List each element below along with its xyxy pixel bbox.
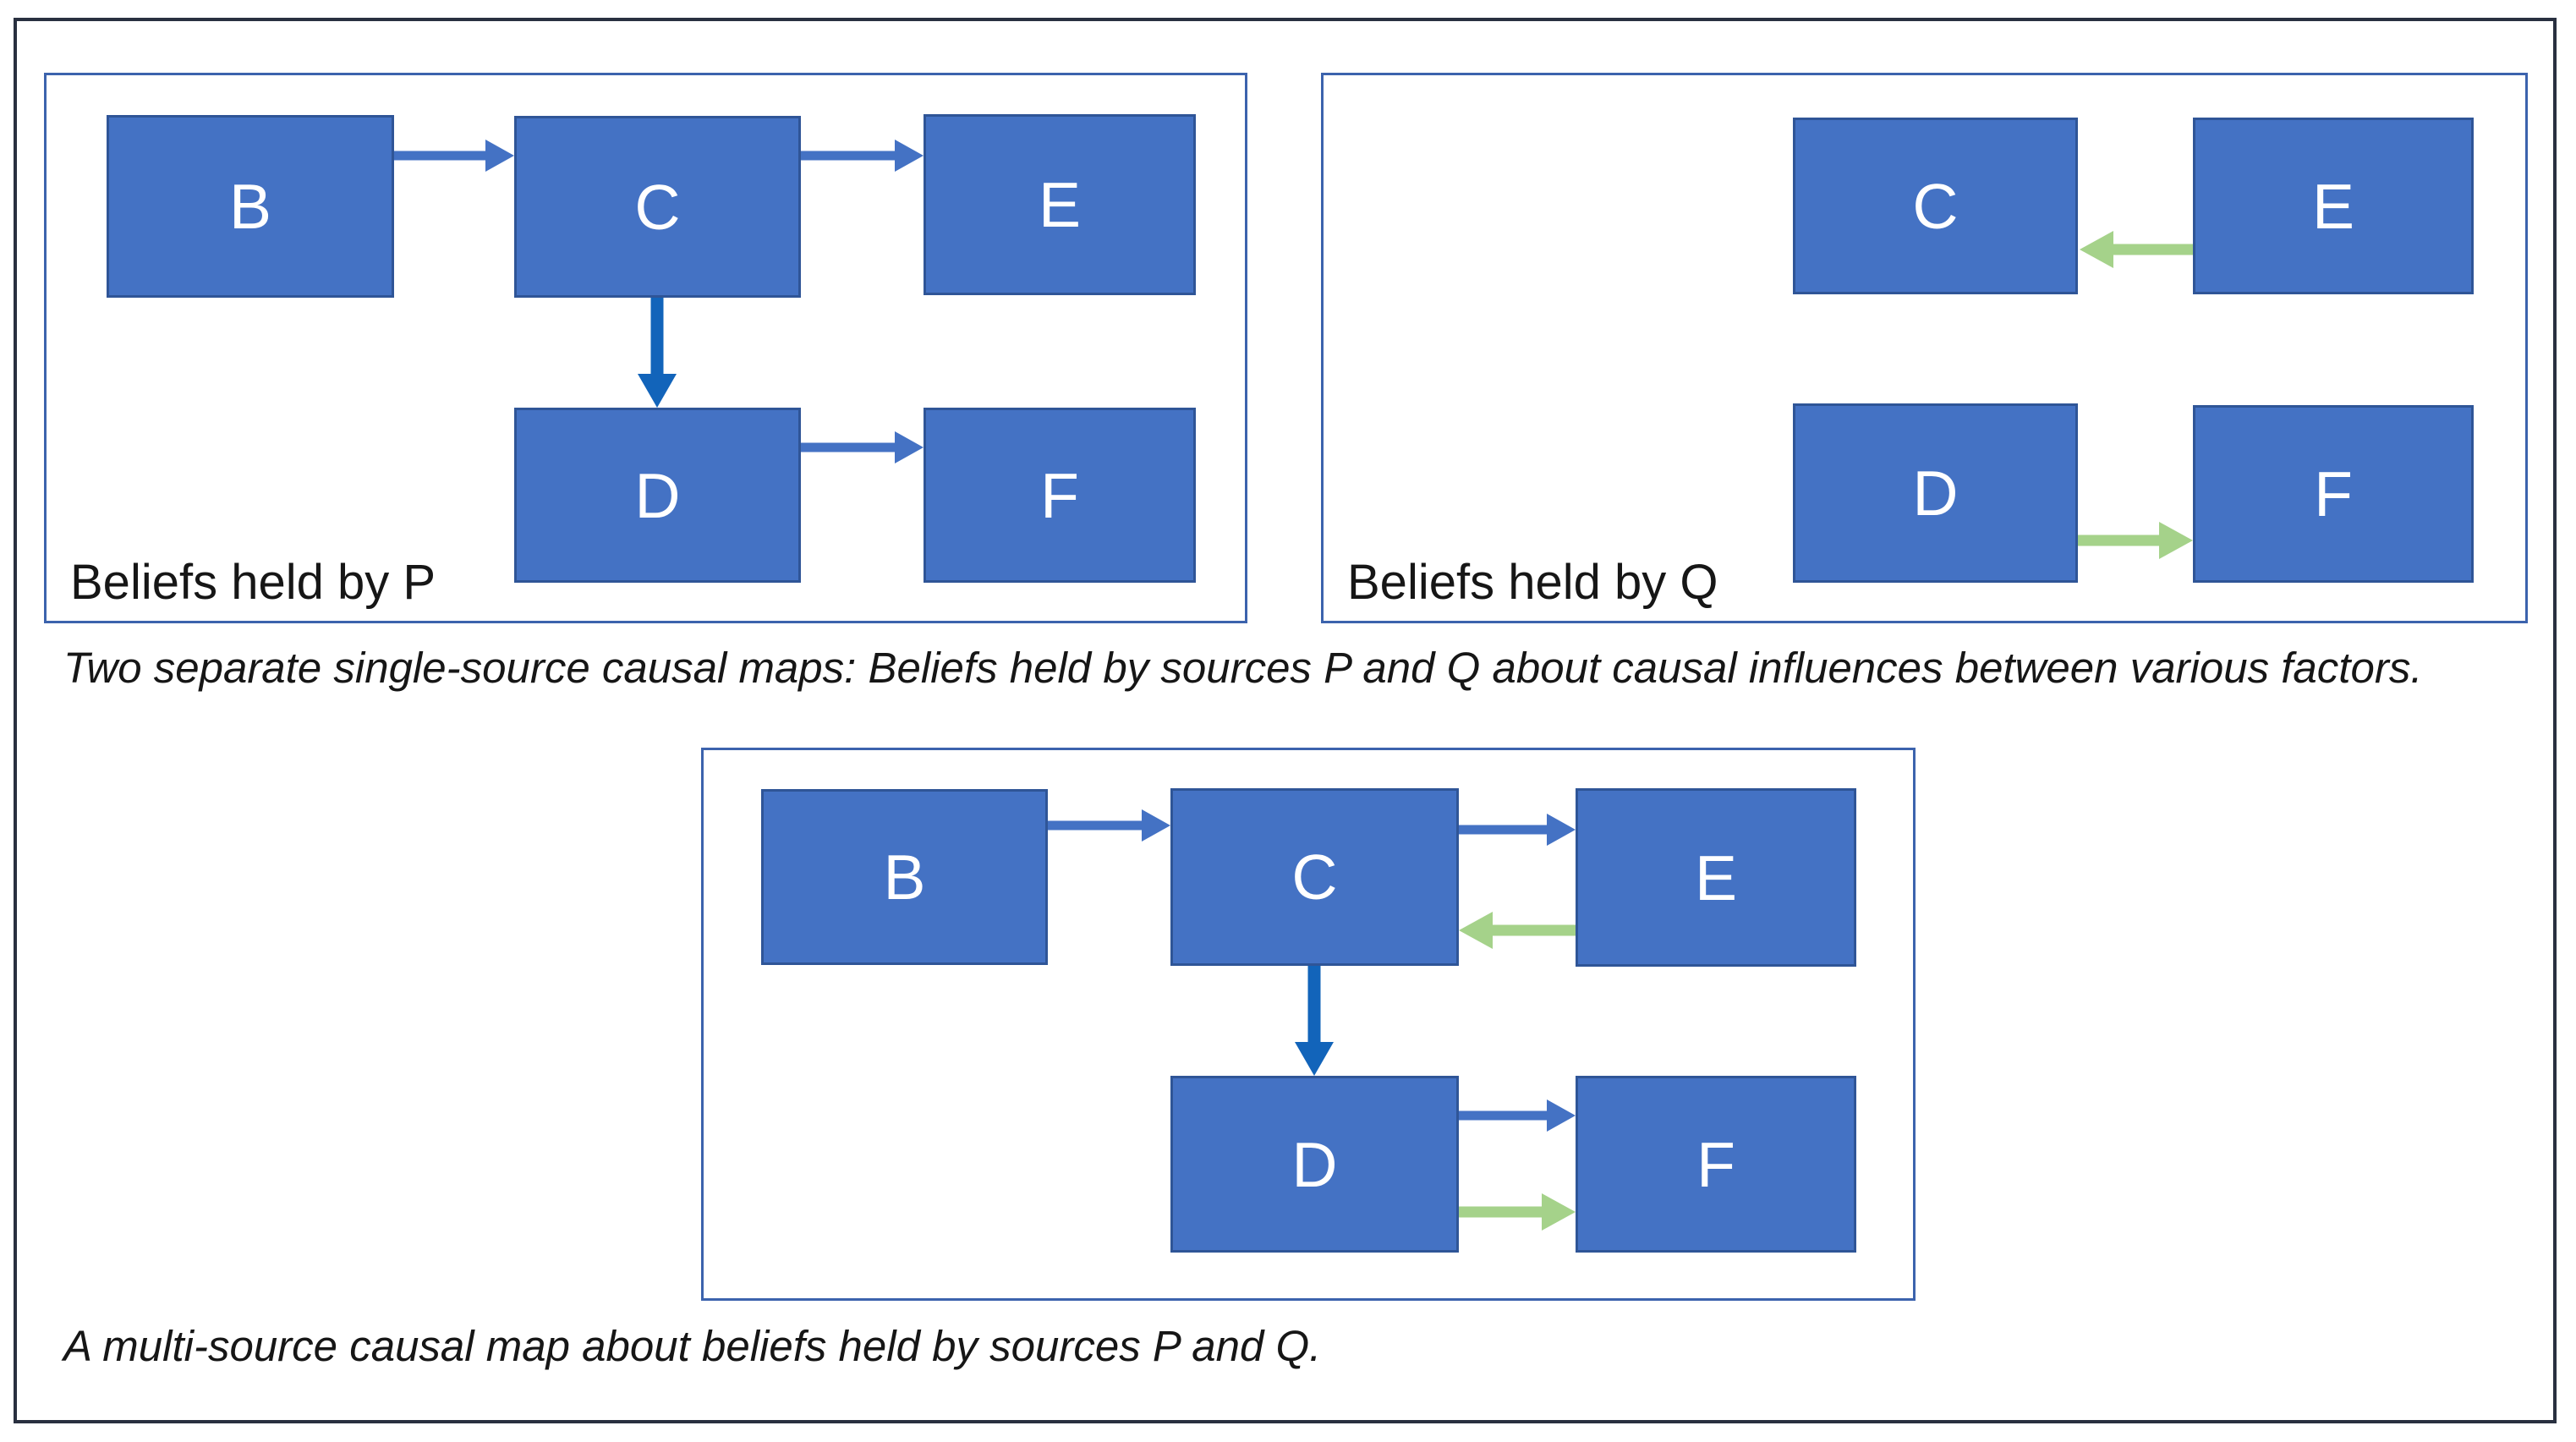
edge-E-C-arrow xyxy=(1459,912,1576,949)
node-F: F xyxy=(2193,405,2474,583)
panel-q-label: Beliefs held by Q xyxy=(1347,555,1718,610)
edge-E-C-arrow xyxy=(2080,231,2193,268)
node-E: E xyxy=(1576,788,1856,967)
edge-layer xyxy=(1048,809,1576,1231)
edge-C-E-arrow xyxy=(801,140,924,172)
node-B: B xyxy=(107,115,394,298)
edge-D-F-arrow xyxy=(801,431,924,463)
node-D: D xyxy=(1170,1076,1459,1253)
node-D: D xyxy=(514,408,801,583)
edge-D-F-arrow xyxy=(2078,522,2193,559)
caption-single-source-maps: Two separate single-source causal maps: … xyxy=(63,644,2423,692)
node-B: B xyxy=(761,789,1048,965)
edge-D-F-arrow xyxy=(1459,1193,1576,1231)
edge-B-C-arrow xyxy=(1048,809,1170,842)
node-E: E xyxy=(924,114,1196,295)
node-D: D xyxy=(1793,403,2078,583)
edge-C-D-arrow xyxy=(1295,966,1334,1076)
node-F: F xyxy=(1576,1076,1856,1253)
panel-p-label: Beliefs held by P xyxy=(70,555,436,610)
edge-C-D-arrow xyxy=(638,298,677,408)
node-F: F xyxy=(924,408,1196,583)
figure-outer-border xyxy=(14,18,2557,1423)
edge-layer xyxy=(2078,231,2193,559)
edge-B-C-arrow xyxy=(394,140,514,172)
caption-multi-source-map: A multi-source causal map about beliefs … xyxy=(63,1322,1322,1370)
node-C: C xyxy=(1170,788,1459,966)
node-C: C xyxy=(1793,118,2078,294)
node-C: C xyxy=(514,116,801,298)
node-E: E xyxy=(2193,118,2474,294)
edge-C-E-arrow xyxy=(1459,814,1576,846)
edge-D-F-arrow xyxy=(1459,1099,1576,1132)
edge-layer xyxy=(394,140,924,463)
